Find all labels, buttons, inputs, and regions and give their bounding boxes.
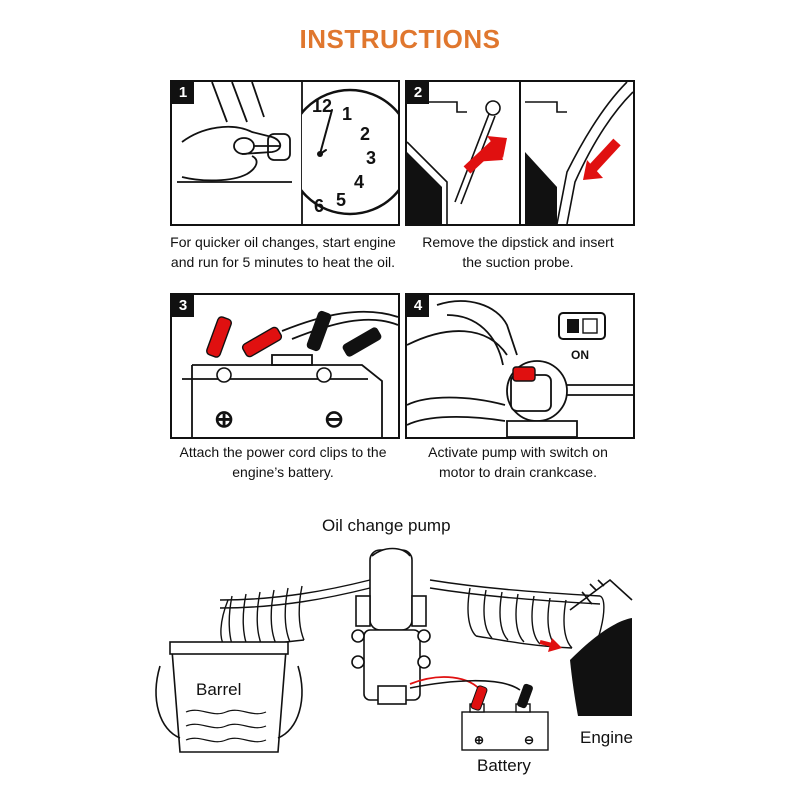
clock-number: 3: [366, 148, 376, 168]
page-title: INSTRUCTIONS: [299, 24, 501, 54]
svg-text:⊖: ⊖: [524, 733, 534, 747]
clock-number: 2: [360, 124, 370, 144]
caption-line: and run for 5 minutes to heat the oil.: [170, 254, 396, 270]
step-number-badge: 2: [407, 82, 429, 104]
dipstick-illustration: [407, 82, 633, 224]
step-1-caption: For quicker oil changes, start engine an…: [153, 232, 413, 272]
caption-line: For quicker oil changes, start engine: [170, 234, 396, 250]
step-3-caption: Attach the power cord clips to the engin…: [153, 442, 413, 482]
clock-illustration: 12 1 2 3 4 5 6: [302, 88, 398, 216]
step-4-panel: 4 ON: [405, 293, 635, 439]
clock-number: 4: [354, 172, 364, 192]
diagram-title: Oil change pump: [322, 516, 451, 535]
step-number-badge: 3: [172, 295, 194, 317]
caption-line: Attach the power cord clips to the: [179, 444, 387, 460]
pump-switch-illustration: ON: [407, 300, 633, 437]
battery-clips-illustration: ⊕ ⊖: [182, 310, 398, 437]
caption-line: the suction probe.: [462, 254, 574, 270]
oil-pump-diagram: ⊕ ⊖: [155, 547, 633, 753]
clock-number: 12: [312, 96, 332, 116]
positive-terminal-icon: ⊕: [214, 406, 234, 433]
barrel-label: Barrel: [196, 680, 242, 699]
battery-label: Battery: [477, 756, 531, 775]
step-number-badge: 4: [407, 295, 429, 317]
clock-number: 5: [336, 190, 346, 210]
caption-line: Remove the dipstick and insert: [422, 234, 614, 250]
negative-terminal-icon: ⊖: [324, 406, 344, 433]
clock-number: 6: [314, 196, 324, 216]
clock-number: 1: [342, 104, 352, 124]
caption-line: Activate pump with switch on: [428, 444, 608, 460]
svg-text:⊕: ⊕: [474, 733, 484, 747]
engine-label: Engine: [580, 728, 633, 747]
caption-line: engine’s battery.: [232, 464, 334, 480]
step-2-panel: 2: [405, 80, 635, 226]
step-3-panel: 3 ⊕ ⊖: [170, 293, 400, 439]
step-4-caption: Activate pump with switch on motor to dr…: [388, 442, 648, 482]
step-2-caption: Remove the dipstick and insert the sucti…: [388, 232, 648, 272]
caption-line: motor to drain crankcase.: [439, 464, 597, 480]
step-1-panel: 1 12 1 2 3 4 5 6: [170, 80, 400, 226]
switch-on-label: ON: [571, 348, 589, 362]
step-number-badge: 1: [172, 82, 194, 104]
